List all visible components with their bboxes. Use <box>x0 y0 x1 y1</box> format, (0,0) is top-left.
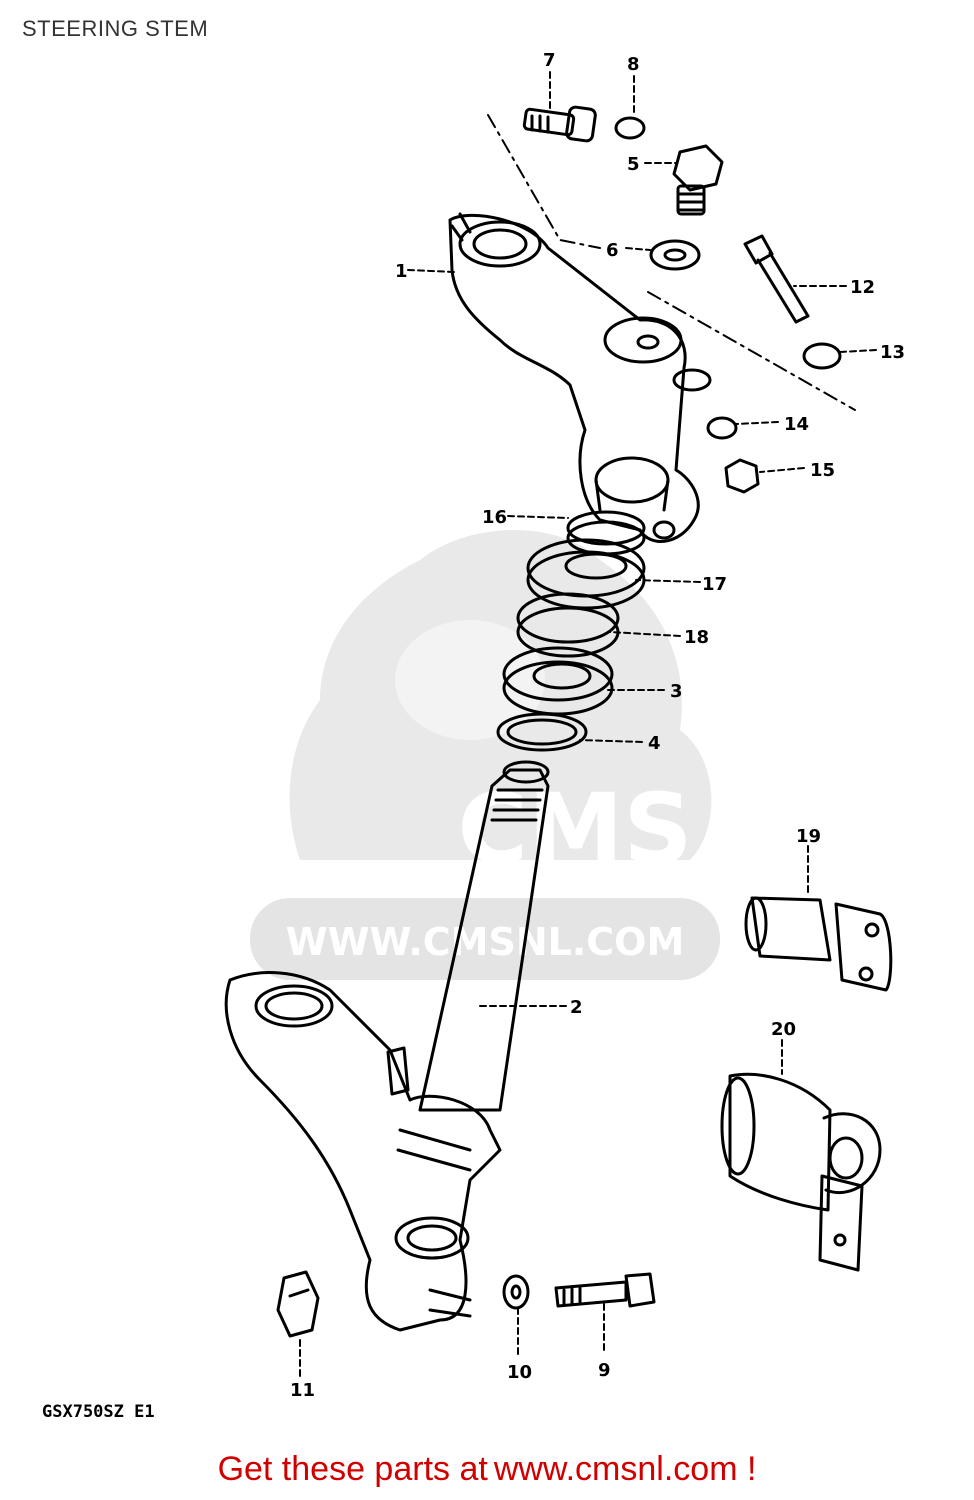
part-10-washer <box>502 1274 530 1310</box>
callout-7: 7 <box>543 50 556 71</box>
watermark-brand: CMS <box>457 773 692 885</box>
callout-17: 17 <box>702 574 727 595</box>
model-code: GSX750SZ E1 <box>42 1402 155 1422</box>
callout-9: 9 <box>598 1360 611 1381</box>
footer-text: Get these parts at <box>217 1450 488 1488</box>
part-3-bearing <box>502 646 614 716</box>
callout-1: 1 <box>395 261 408 282</box>
part-4-seal <box>496 712 588 752</box>
part-1-upper-bracket <box>448 212 712 543</box>
callout-2: 2 <box>570 997 583 1018</box>
callout-19: 19 <box>796 826 821 847</box>
callout-10: 10 <box>507 1362 532 1383</box>
part-7-bolt <box>522 105 597 143</box>
callout-13: 13 <box>880 342 905 363</box>
watermark-url: WWW.CMSNL.COM <box>286 920 685 964</box>
part-11-clip <box>276 1270 320 1338</box>
callout-18: 18 <box>684 627 709 648</box>
callout-8: 8 <box>627 54 640 75</box>
footer-url[interactable]: www.cmsnl.com ! <box>493 1450 757 1488</box>
part-8-washer <box>614 116 646 140</box>
part-15-nut <box>724 458 760 494</box>
part-6-washer <box>649 239 701 271</box>
cms-watermark: CMS WWW.CMSNL.COM <box>250 530 720 980</box>
page-title: STEERING STEM <box>22 16 209 41</box>
part-2-steering-stem <box>224 760 550 1332</box>
callout-6: 6 <box>606 240 619 261</box>
part-14-ring <box>706 416 738 440</box>
callout-12: 12 <box>850 277 875 298</box>
callout-3: 3 <box>670 681 683 702</box>
callout-20: 20 <box>771 1019 796 1040</box>
callout-labels: 1 2 3 4 5 6 7 8 9 10 11 12 13 14 15 16 1… <box>290 50 905 1401</box>
part-9-bolt <box>554 1272 656 1308</box>
part-19-steering-lock <box>744 896 893 992</box>
callout-5: 5 <box>627 154 640 175</box>
part-12-bolt <box>743 234 810 324</box>
callout-15: 15 <box>810 460 835 481</box>
callout-4: 4 <box>648 733 661 754</box>
part-20-lock-cover <box>720 1072 882 1272</box>
part-13-washer <box>802 342 842 370</box>
callout-11: 11 <box>290 1380 315 1401</box>
callout-14: 14 <box>784 414 809 435</box>
part-5-bolt <box>672 144 724 216</box>
callout-16: 16 <box>482 507 507 528</box>
